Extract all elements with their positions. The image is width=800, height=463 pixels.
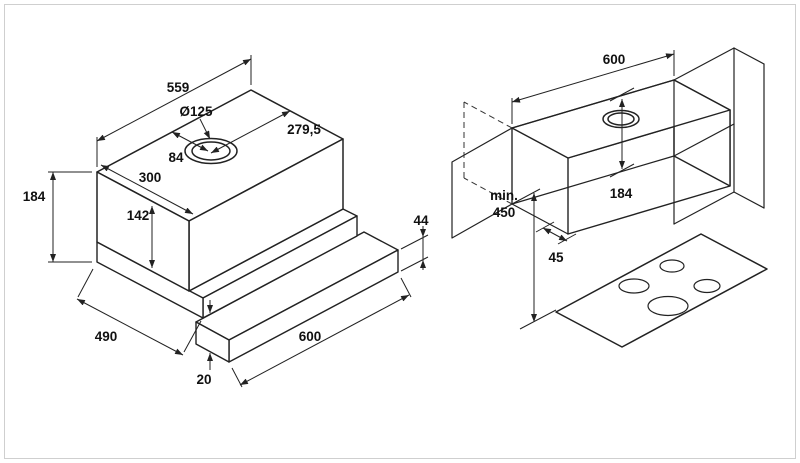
dim-label-559: 559 <box>167 80 190 95</box>
leader-line <box>199 118 211 140</box>
cabinet-edge <box>673 191 735 225</box>
ext-line <box>609 163 635 178</box>
cooktop-surface <box>555 233 768 348</box>
phantom-line <box>463 101 513 129</box>
ext-line <box>519 309 557 330</box>
ext-line <box>511 188 541 205</box>
phantom-line <box>463 177 513 205</box>
dim-label-vent: Ø125 <box>179 104 213 119</box>
dim-front-offset: 45 <box>535 221 577 265</box>
dim-vent-back-offset: 84 <box>168 131 209 165</box>
dim-line <box>542 227 568 242</box>
ext-line <box>400 277 412 298</box>
dim-niche-width: 600 <box>511 50 675 124</box>
vent-collar <box>184 137 238 165</box>
cooktop <box>555 233 768 348</box>
burner <box>693 278 721 294</box>
dim-label-45: 45 <box>548 250 564 265</box>
burner <box>647 295 689 317</box>
ext-line <box>557 233 577 245</box>
right-cabinet <box>673 47 765 225</box>
dim-label-84: 84 <box>168 150 184 165</box>
hood-phantom-lines <box>463 101 513 205</box>
dim-label-20: 20 <box>196 372 211 387</box>
dim-line <box>239 294 410 386</box>
ext-line <box>77 268 94 298</box>
burner <box>618 278 650 294</box>
ext-line <box>183 320 202 353</box>
ext-line <box>400 234 429 250</box>
dim-body-depth: 300 <box>100 164 194 215</box>
wall-edge <box>733 47 765 65</box>
dim-body-height: 142 <box>127 206 155 268</box>
dim-label-300: 300 <box>139 170 162 185</box>
dim-label-600: 600 <box>299 329 322 344</box>
dim-vent-offset: 279,5 <box>210 110 321 154</box>
dim-total-height: 184 <box>23 171 92 263</box>
dim-line <box>210 110 291 154</box>
ext-line <box>400 256 429 272</box>
visor-side-face <box>195 321 230 363</box>
dim-label-2795: 279,5 <box>287 122 321 137</box>
dim-label-450: 450 <box>493 205 516 220</box>
dim-line <box>76 298 184 356</box>
dim-visor-lip: 20 <box>196 300 213 387</box>
page-frame <box>4 4 796 459</box>
duct-hole-inner <box>607 112 635 126</box>
dim-label-142: 142 <box>127 208 150 223</box>
wall-edge <box>733 191 765 209</box>
dim-visor-height: 44 <box>400 213 429 272</box>
burner <box>659 259 685 273</box>
dim-line <box>100 164 194 215</box>
dim-top-width: 559 <box>96 55 252 167</box>
dim-line <box>511 53 675 103</box>
dim-line <box>96 58 252 142</box>
cabinet-edge <box>673 123 735 157</box>
dim-label-184: 184 <box>23 189 46 204</box>
dim-niche-height: 184 <box>609 87 635 201</box>
dim-chassis-depth: 490 <box>76 268 202 356</box>
dim-label-44: 44 <box>413 213 429 228</box>
dim-line <box>171 131 209 152</box>
vent-inner-hole <box>191 141 231 161</box>
hood-view: 559 Ø125 279,5 84 300 142 <box>23 55 429 388</box>
ext-line <box>535 221 555 233</box>
hood-chassis <box>96 208 358 319</box>
dim-min-clearance: min. 450 <box>490 188 557 330</box>
dim-label-niche-184: 184 <box>610 186 633 201</box>
dim-visor-width: 600 <box>231 277 412 388</box>
dim-vent-diameter: Ø125 <box>179 104 213 140</box>
dim-label-490: 490 <box>95 329 118 344</box>
dim-label-min: min. <box>490 188 518 203</box>
ext-line <box>609 87 635 102</box>
dim-label-niche-600: 600 <box>603 52 626 67</box>
installation-view: 600 184 min. 450 45 <box>451 47 768 348</box>
cabinet-edge <box>673 47 735 81</box>
